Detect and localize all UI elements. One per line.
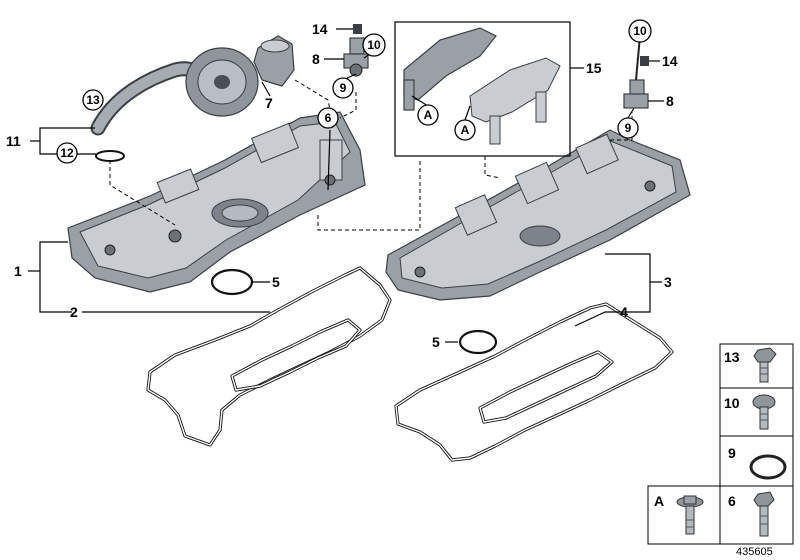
legend-key-6: 6 (728, 493, 736, 509)
callout-5-left: 5 (272, 274, 280, 290)
callout-1: 1 (14, 263, 22, 279)
callout-15: 15 (586, 60, 602, 76)
sensor-left (343, 24, 369, 77)
callout-11: 11 (6, 133, 21, 149)
bolt-13-icon (753, 347, 777, 383)
callout-10-right: 10 (633, 24, 647, 38)
leader-lines (28, 28, 664, 343)
gasket-right (394, 302, 674, 462)
callout-6: 6 (325, 111, 332, 125)
callout-5-right: 5 (432, 334, 440, 350)
callout-3: 3 (664, 274, 672, 290)
ring-seal-12 (95, 150, 125, 162)
legend-key-a: A (654, 493, 664, 509)
gasket-left (146, 266, 392, 447)
callout-8-right: 8 (666, 93, 674, 109)
callout-7: 7 (265, 95, 273, 111)
bolt-6-icon (753, 491, 775, 537)
bolt-a-icon (676, 495, 704, 535)
right-cylinder-head-cover (385, 129, 691, 301)
bracket-upper (403, 27, 497, 111)
callout-12: 12 (60, 146, 74, 160)
legend-key-13: 13 (724, 349, 740, 365)
callout-9-left: 9 (340, 81, 347, 95)
sensor-right (623, 35, 649, 109)
callout-2: 2 (70, 304, 78, 320)
legend-key-9: 9 (728, 445, 736, 461)
callout-labels: 1 2 3 4 5 5 7 11 14 8 15 14 8 (6, 21, 678, 350)
callout-8-left: 8 (312, 51, 320, 67)
fastener-legend: 13 10 9 A 6 (647, 343, 794, 545)
callout-4: 4 (620, 304, 628, 320)
circled-callouts: 13 12 6 10 9 10 9 A A (56, 19, 652, 164)
legend-key-10: 10 (724, 395, 740, 411)
callout-10-left: 10 (367, 38, 381, 52)
callout-13: 13 (86, 93, 100, 107)
oil-separator-cap (185, 35, 295, 117)
callout-a-lower: A (461, 123, 470, 137)
seal-5-right (458, 329, 498, 355)
callout-14-left: 14 (312, 21, 328, 37)
callout-9-right: 9 (625, 121, 632, 135)
callout-14-right: 14 (662, 53, 678, 69)
bracket-group-box (394, 21, 571, 157)
screw-10-icon (752, 394, 776, 430)
callout-a-upper: A (424, 108, 433, 122)
o-ring-9-icon (749, 454, 787, 480)
diagram-reference-number: 435605 (736, 546, 773, 558)
seal-5-left (210, 268, 254, 296)
left-cylinder-head-cover (67, 111, 366, 293)
bracket-lower (469, 57, 561, 145)
